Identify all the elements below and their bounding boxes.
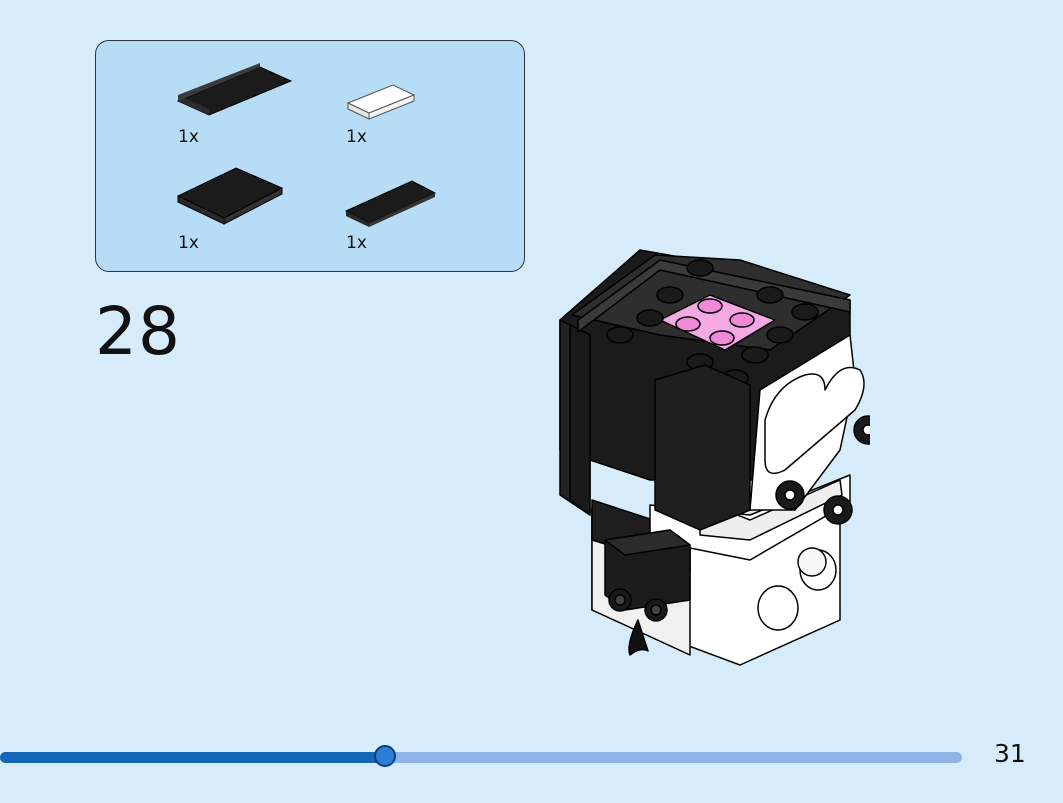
part-quantity: 1x — [346, 233, 367, 253]
progress-bar — [0, 745, 962, 767]
parts-callout-box: 1x 1x 1x 1x — [95, 40, 525, 272]
step-number: 28 — [95, 293, 181, 370]
page-number: 31 — [994, 739, 1026, 768]
progress-fill — [0, 752, 385, 763]
part-quantity: 1x — [178, 233, 199, 253]
part-quantity: 1x — [178, 127, 199, 147]
progress-knob[interactable] — [374, 745, 396, 767]
part-quantity: 1x — [346, 127, 367, 147]
brick-figure-model-image — [550, 240, 883, 674]
